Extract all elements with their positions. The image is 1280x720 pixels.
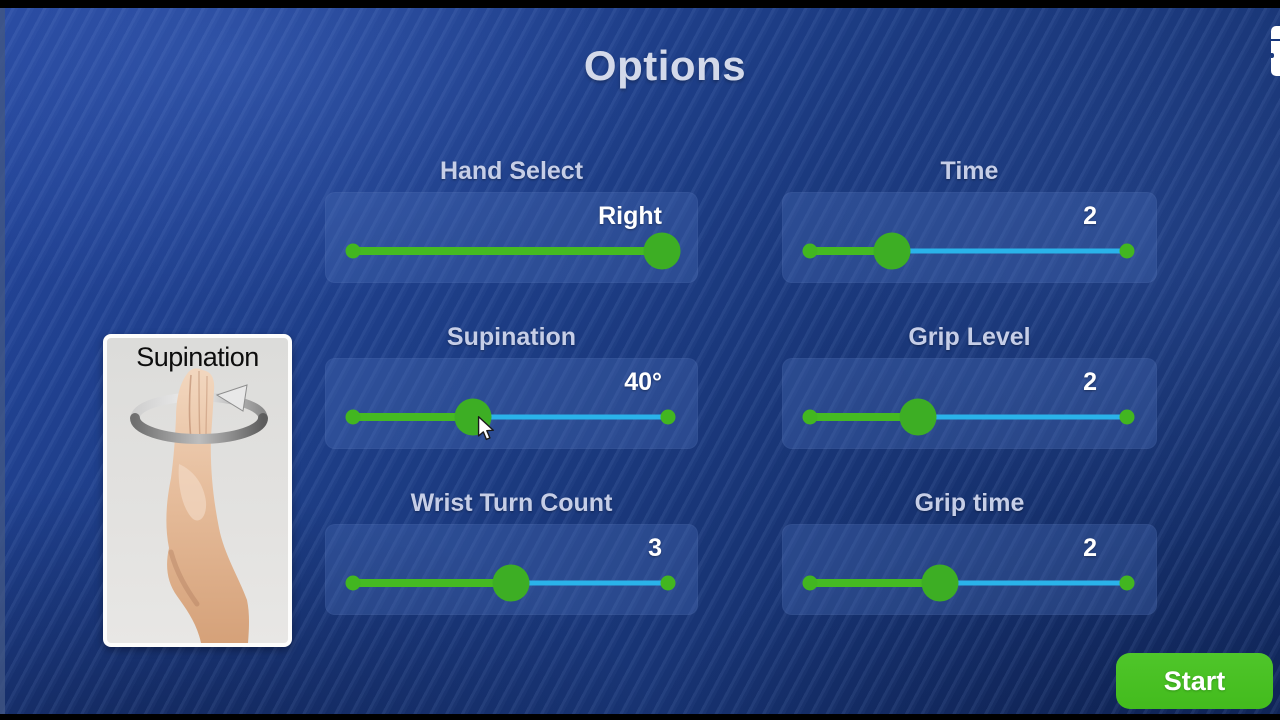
- grip-level-slider-panel[interactable]: 2: [782, 358, 1157, 449]
- slider-value: 2: [1083, 534, 1097, 562]
- track-start-dot: [345, 243, 361, 259]
- left-edge-strip: [0, 8, 5, 714]
- wrist-turn-count-slider-panel[interactable]: 3: [325, 524, 698, 615]
- slider-label: Supination: [446, 323, 577, 351]
- slider-label: Wrist Turn Count: [410, 489, 613, 517]
- edge-panel-icon-line: [1271, 39, 1280, 41]
- exercise-caption: Supination: [136, 342, 259, 372]
- slider-handle[interactable]: [492, 564, 529, 602]
- track-fill: [810, 413, 918, 421]
- slider-label: Hand Select: [439, 157, 584, 185]
- slider-grip-time: Grip time 2: [782, 488, 1157, 615]
- letterbox-bottom: [0, 714, 1280, 720]
- slider-handle[interactable]: [899, 398, 937, 436]
- grip-time-slider-panel[interactable]: 2: [782, 524, 1157, 615]
- slider-handle[interactable]: [454, 398, 492, 436]
- slider-value: Right: [598, 202, 662, 230]
- edge-panel-icon-notch: [1271, 53, 1274, 58]
- slider-handle[interactable]: [873, 232, 911, 270]
- track-end-dot: [660, 409, 676, 425]
- track-end-dot: [1119, 243, 1135, 259]
- slider-value: 2: [1083, 368, 1097, 396]
- start-button[interactable]: Start: [1116, 653, 1273, 709]
- slider-label: Grip time: [914, 489, 1025, 517]
- track-fill: [353, 247, 662, 255]
- track-start-dot: [345, 409, 361, 425]
- slider-handle[interactable]: [921, 564, 959, 602]
- track-fill: [810, 579, 940, 587]
- letterbox-top: [0, 0, 1280, 8]
- supination-slider-panel[interactable]: 40°: [325, 358, 698, 449]
- track-end-dot: [1119, 575, 1135, 591]
- track-fill: [353, 579, 511, 587]
- edge-panel-icon[interactable]: [1271, 26, 1280, 76]
- slider-label: Grip Level: [908, 323, 1031, 351]
- exercise-image: Supination: [107, 338, 288, 643]
- slider-handle[interactable]: [643, 232, 681, 270]
- slider-supination: Supination 40°: [325, 322, 698, 449]
- hand-supination-icon: [130, 368, 268, 643]
- track-start-dot: [802, 575, 818, 591]
- track-start-dot: [802, 409, 818, 425]
- slider-time: Time 2: [782, 156, 1157, 283]
- slider-value: 2: [1083, 202, 1097, 230]
- slider-wrist-turn-count: Wrist Turn Count 3: [325, 488, 698, 615]
- track-remaining: [353, 414, 668, 420]
- track-remaining: [810, 414, 1127, 420]
- track-fill: [353, 413, 473, 421]
- track-remaining: [810, 580, 1127, 586]
- track-remaining: [810, 248, 1127, 254]
- slider-grip-level: Grip Level 2: [782, 322, 1157, 449]
- time-slider-panel[interactable]: 2: [782, 192, 1157, 283]
- track-start-dot: [345, 575, 361, 591]
- slider-value: 3: [648, 534, 662, 562]
- track-end-dot: [660, 575, 676, 591]
- slider-label: Time: [940, 157, 999, 185]
- hand-select-slider-panel[interactable]: Right: [325, 192, 698, 283]
- track-start-dot: [802, 243, 818, 259]
- slider-hand-select: Hand Select Right: [325, 156, 698, 283]
- track-end-dot: [1119, 409, 1135, 425]
- exercise-image-card: Supination: [103, 334, 292, 647]
- track-fill: [810, 247, 893, 255]
- page-title: Options: [583, 42, 747, 89]
- slider-value: 40°: [624, 368, 662, 396]
